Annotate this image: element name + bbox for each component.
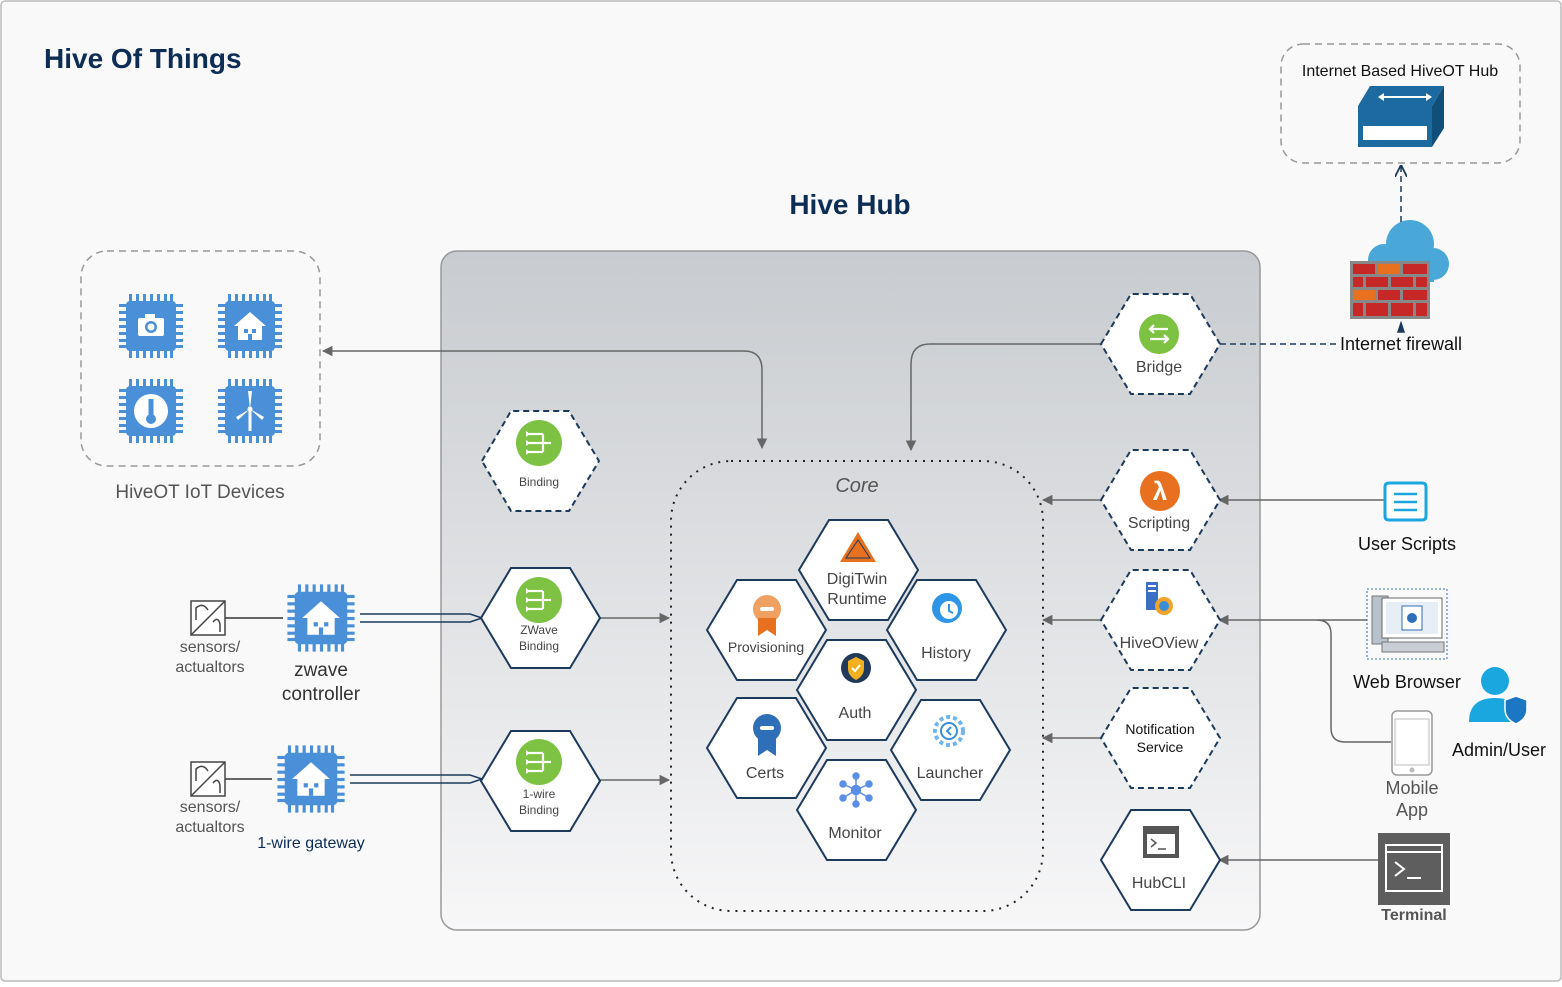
binding-onewire-line1: 1-wire xyxy=(523,787,556,801)
launcher-icon xyxy=(933,715,965,747)
binding-zwave-line2: Binding xyxy=(519,639,559,653)
terminal-icon xyxy=(1378,833,1450,905)
sensors-zwave-line1: sensors/ xyxy=(180,639,241,656)
auth-label: Auth xyxy=(839,705,872,722)
service-hiveoview[interactable]: HiveOView xyxy=(1099,569,1222,671)
service-digitwin[interactable]: DigiTwin Runtime xyxy=(797,519,920,621)
scripting-label: Scripting xyxy=(1128,515,1190,532)
firewall-label: Internet firewall xyxy=(1340,334,1462,354)
hub-title: Hive Hub xyxy=(789,189,910,220)
certs-label: Certs xyxy=(746,765,784,782)
svg-text:λ: λ xyxy=(1153,476,1168,506)
iot-devices-label: HiveOT IoT Devices xyxy=(115,482,284,503)
shield-icon xyxy=(841,653,871,683)
wind-turbine-device-icon xyxy=(218,379,282,443)
zwave-line1: zwave xyxy=(294,660,348,681)
admin-user-icon xyxy=(1469,667,1528,725)
digitwin-line1: DigiTwin xyxy=(827,571,887,588)
terminal-label: Terminal xyxy=(1381,907,1447,924)
web-browser-icon xyxy=(1366,588,1448,660)
network-switch-icon xyxy=(1358,86,1444,147)
onewire-gateway-label: 1-wire gateway xyxy=(257,835,365,852)
sensors-zwave-line2: actualtors xyxy=(175,659,244,676)
connectors xyxy=(224,343,1391,866)
sensor-icon-zwave xyxy=(190,600,226,636)
service-notification[interactable]: Notification Service xyxy=(1099,687,1222,789)
terminal-small-icon xyxy=(1143,826,1179,858)
home-device-icon xyxy=(218,294,282,358)
bridge-label: Bridge xyxy=(1136,359,1182,376)
firewall-label-bg xyxy=(1338,333,1464,355)
mobile-app-line1: Mobile xyxy=(1385,778,1438,798)
binding-onewire-line2: Binding xyxy=(519,803,559,817)
page-title: Hive Of Things xyxy=(44,43,242,74)
mobile-phone-icon xyxy=(1391,710,1433,776)
admin-user-label: Admin/User xyxy=(1452,740,1546,760)
internet-hub-label: Internet Based HiveOT Hub xyxy=(1302,63,1498,80)
hubcli-label: HubCLI xyxy=(1132,875,1186,892)
core-label: Core xyxy=(835,475,878,497)
binding-onewire[interactable]: 1-wire Binding xyxy=(479,730,602,832)
provisioning-label: Provisioning xyxy=(728,639,804,655)
monitor-label: Monitor xyxy=(828,825,882,842)
service-bridge[interactable]: Bridge xyxy=(1099,293,1222,395)
binding-generic-label: Binding xyxy=(519,475,559,489)
sensors-onewire-line2: actualtors xyxy=(175,819,244,836)
firewall-icon xyxy=(1350,261,1430,319)
thermometer-device-icon xyxy=(119,379,183,443)
binding-zwave[interactable]: ZWave Binding xyxy=(479,567,602,669)
binding-zwave-line1: ZWave xyxy=(520,623,558,637)
sensors-onewire-line1: sensors/ xyxy=(180,799,241,816)
service-monitor[interactable]: Monitor xyxy=(795,759,918,861)
onewire-gateway-icon xyxy=(277,745,345,813)
zwave-controller-icon xyxy=(287,584,355,652)
history-icon xyxy=(932,593,962,623)
history-label: History xyxy=(921,645,971,662)
provisioning-icon xyxy=(753,595,781,636)
monitor-network-icon xyxy=(839,772,873,808)
internet-hub-box xyxy=(1280,43,1521,164)
notification-line2: Service xyxy=(1137,739,1184,755)
bridge-icon xyxy=(1139,314,1179,354)
service-certs[interactable]: Certs xyxy=(705,697,828,799)
user-scripts-icon xyxy=(1383,481,1428,522)
service-auth[interactable]: Auth xyxy=(795,639,918,741)
service-scripting[interactable]: λ Scripting xyxy=(1099,449,1222,551)
lambda-icon xyxy=(1140,471,1180,511)
zwave-line2: controller xyxy=(282,684,361,705)
camera-device-icon xyxy=(119,294,183,358)
web-server-icon xyxy=(1146,582,1173,615)
digitwin-line2: Runtime xyxy=(827,591,887,608)
hiveoview-label: HiveOView xyxy=(1120,635,1199,652)
web-browser-label: Web Browser xyxy=(1353,672,1461,692)
network-links xyxy=(350,166,1404,784)
mobile-app-line2: App xyxy=(1396,800,1428,820)
sensor-icon-onewire xyxy=(190,761,226,797)
service-history[interactable]: History xyxy=(885,579,1008,681)
user-scripts-label: User Scripts xyxy=(1358,534,1456,554)
notification-line1: Notification xyxy=(1125,721,1194,737)
service-provisioning[interactable]: Provisioning xyxy=(705,579,828,681)
service-launcher[interactable]: Launcher xyxy=(889,699,1012,801)
core-box xyxy=(670,460,1044,912)
certificate-icon xyxy=(753,714,781,756)
launcher-label: Launcher xyxy=(917,765,984,782)
service-hubcli[interactable]: HubCLI xyxy=(1099,809,1222,911)
binding-generic[interactable]: Binding xyxy=(480,410,601,512)
